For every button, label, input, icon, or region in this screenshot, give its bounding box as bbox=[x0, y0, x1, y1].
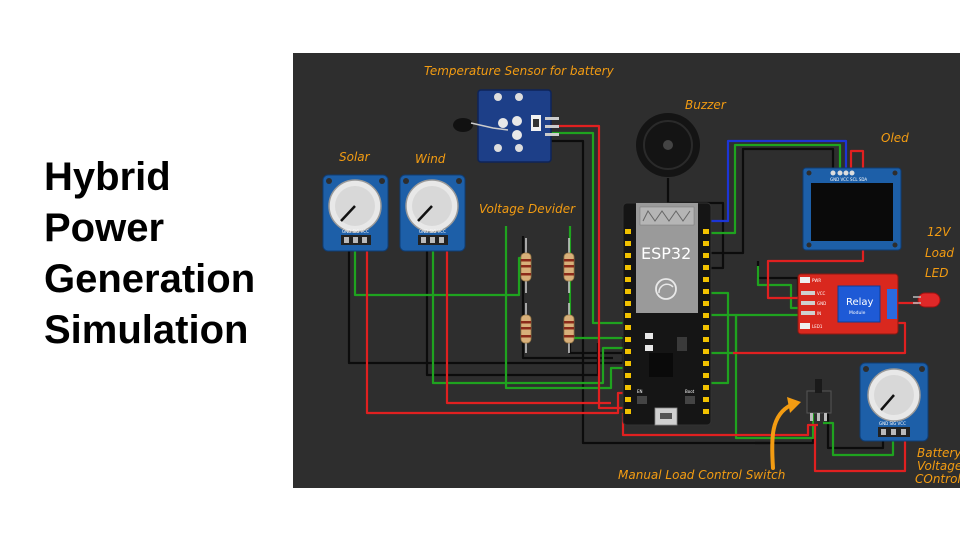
oled-display: GND VCC SCL SDA bbox=[802, 167, 902, 251]
battery-controller-potentiometer: GND SIG VCC bbox=[859, 362, 929, 442]
temperature-sensor bbox=[453, 89, 559, 163]
title-line: Hybrid bbox=[44, 155, 171, 199]
page-title: Hybrid Power Generation Simulation bbox=[44, 152, 284, 356]
battery-controller-label-line2: Voltage bbox=[917, 459, 960, 473]
title-line: Generation bbox=[44, 257, 256, 301]
relay-pin-vcc: VCC bbox=[817, 291, 826, 296]
voltage-divider-resistors bbox=[520, 238, 575, 353]
relay-module: Relay Module PWR LED1 VCC GND IN bbox=[797, 273, 899, 335]
i2c-wire bbox=[711, 139, 848, 223]
oled-pin-label: GND VCC SCL SDA bbox=[830, 177, 867, 182]
load-led bbox=[913, 292, 941, 308]
pot-pin-label: GND SIG VCC bbox=[419, 229, 446, 234]
buzzer-label: Buzzer bbox=[685, 98, 727, 112]
load-led-label-line1: 12V bbox=[927, 225, 951, 239]
title-line: Power bbox=[44, 206, 165, 250]
load-led-label-line3: LED bbox=[925, 266, 949, 280]
relay-pin-gnd: GND bbox=[817, 301, 826, 306]
circuit-canvas: GND SIG VCC GND SIG VCC bbox=[293, 53, 960, 488]
relay-sub-label: Module bbox=[849, 310, 866, 316]
load-led-label-line2: Load bbox=[925, 246, 954, 260]
wind-label: Wind bbox=[415, 152, 446, 166]
arrow-icon bbox=[770, 397, 801, 470]
title-line: Simulation bbox=[44, 308, 249, 352]
pot-pin-label: GND SIG VCC bbox=[342, 229, 369, 234]
buzzer bbox=[636, 113, 700, 177]
relay-pwr-label: PWR bbox=[812, 278, 821, 283]
circuit-diagram: GND SIG VCC GND SIG VCC bbox=[322, 64, 960, 486]
esp32-board: ESP32 EN Boot bbox=[622, 202, 712, 426]
battery-controller-label-line1: Battery bbox=[917, 446, 960, 460]
en-label: EN bbox=[637, 389, 643, 394]
manual-switch bbox=[806, 379, 832, 421]
relay-label: Relay bbox=[846, 297, 874, 308]
resistor bbox=[525, 238, 570, 353]
oled-label: Oled bbox=[881, 131, 909, 145]
battery-controller-label-line3: COntroller bbox=[915, 472, 960, 486]
relay-led1-label: LED1 bbox=[812, 324, 823, 329]
manual-switch-label: Manual Load Control Switch bbox=[618, 468, 785, 482]
power-wires bbox=[365, 124, 918, 473]
esp32-pins-left bbox=[625, 229, 631, 414]
voltage-divider-label: Voltage Devider bbox=[479, 202, 576, 216]
esp32-label: ESP32 bbox=[641, 244, 691, 263]
solar-potentiometer: GND SIG VCC bbox=[322, 174, 389, 252]
solar-label: Solar bbox=[339, 150, 371, 164]
temp-sensor-label: Temperature Sensor for battery bbox=[424, 64, 615, 78]
esp32-pins-right bbox=[703, 229, 709, 414]
wind-potentiometer: GND SIG VCC bbox=[399, 174, 466, 252]
relay-pin-in: IN bbox=[817, 311, 821, 316]
pot-pin-label: GND SIG VCC bbox=[879, 421, 906, 426]
boot-label: Boot bbox=[685, 389, 695, 394]
